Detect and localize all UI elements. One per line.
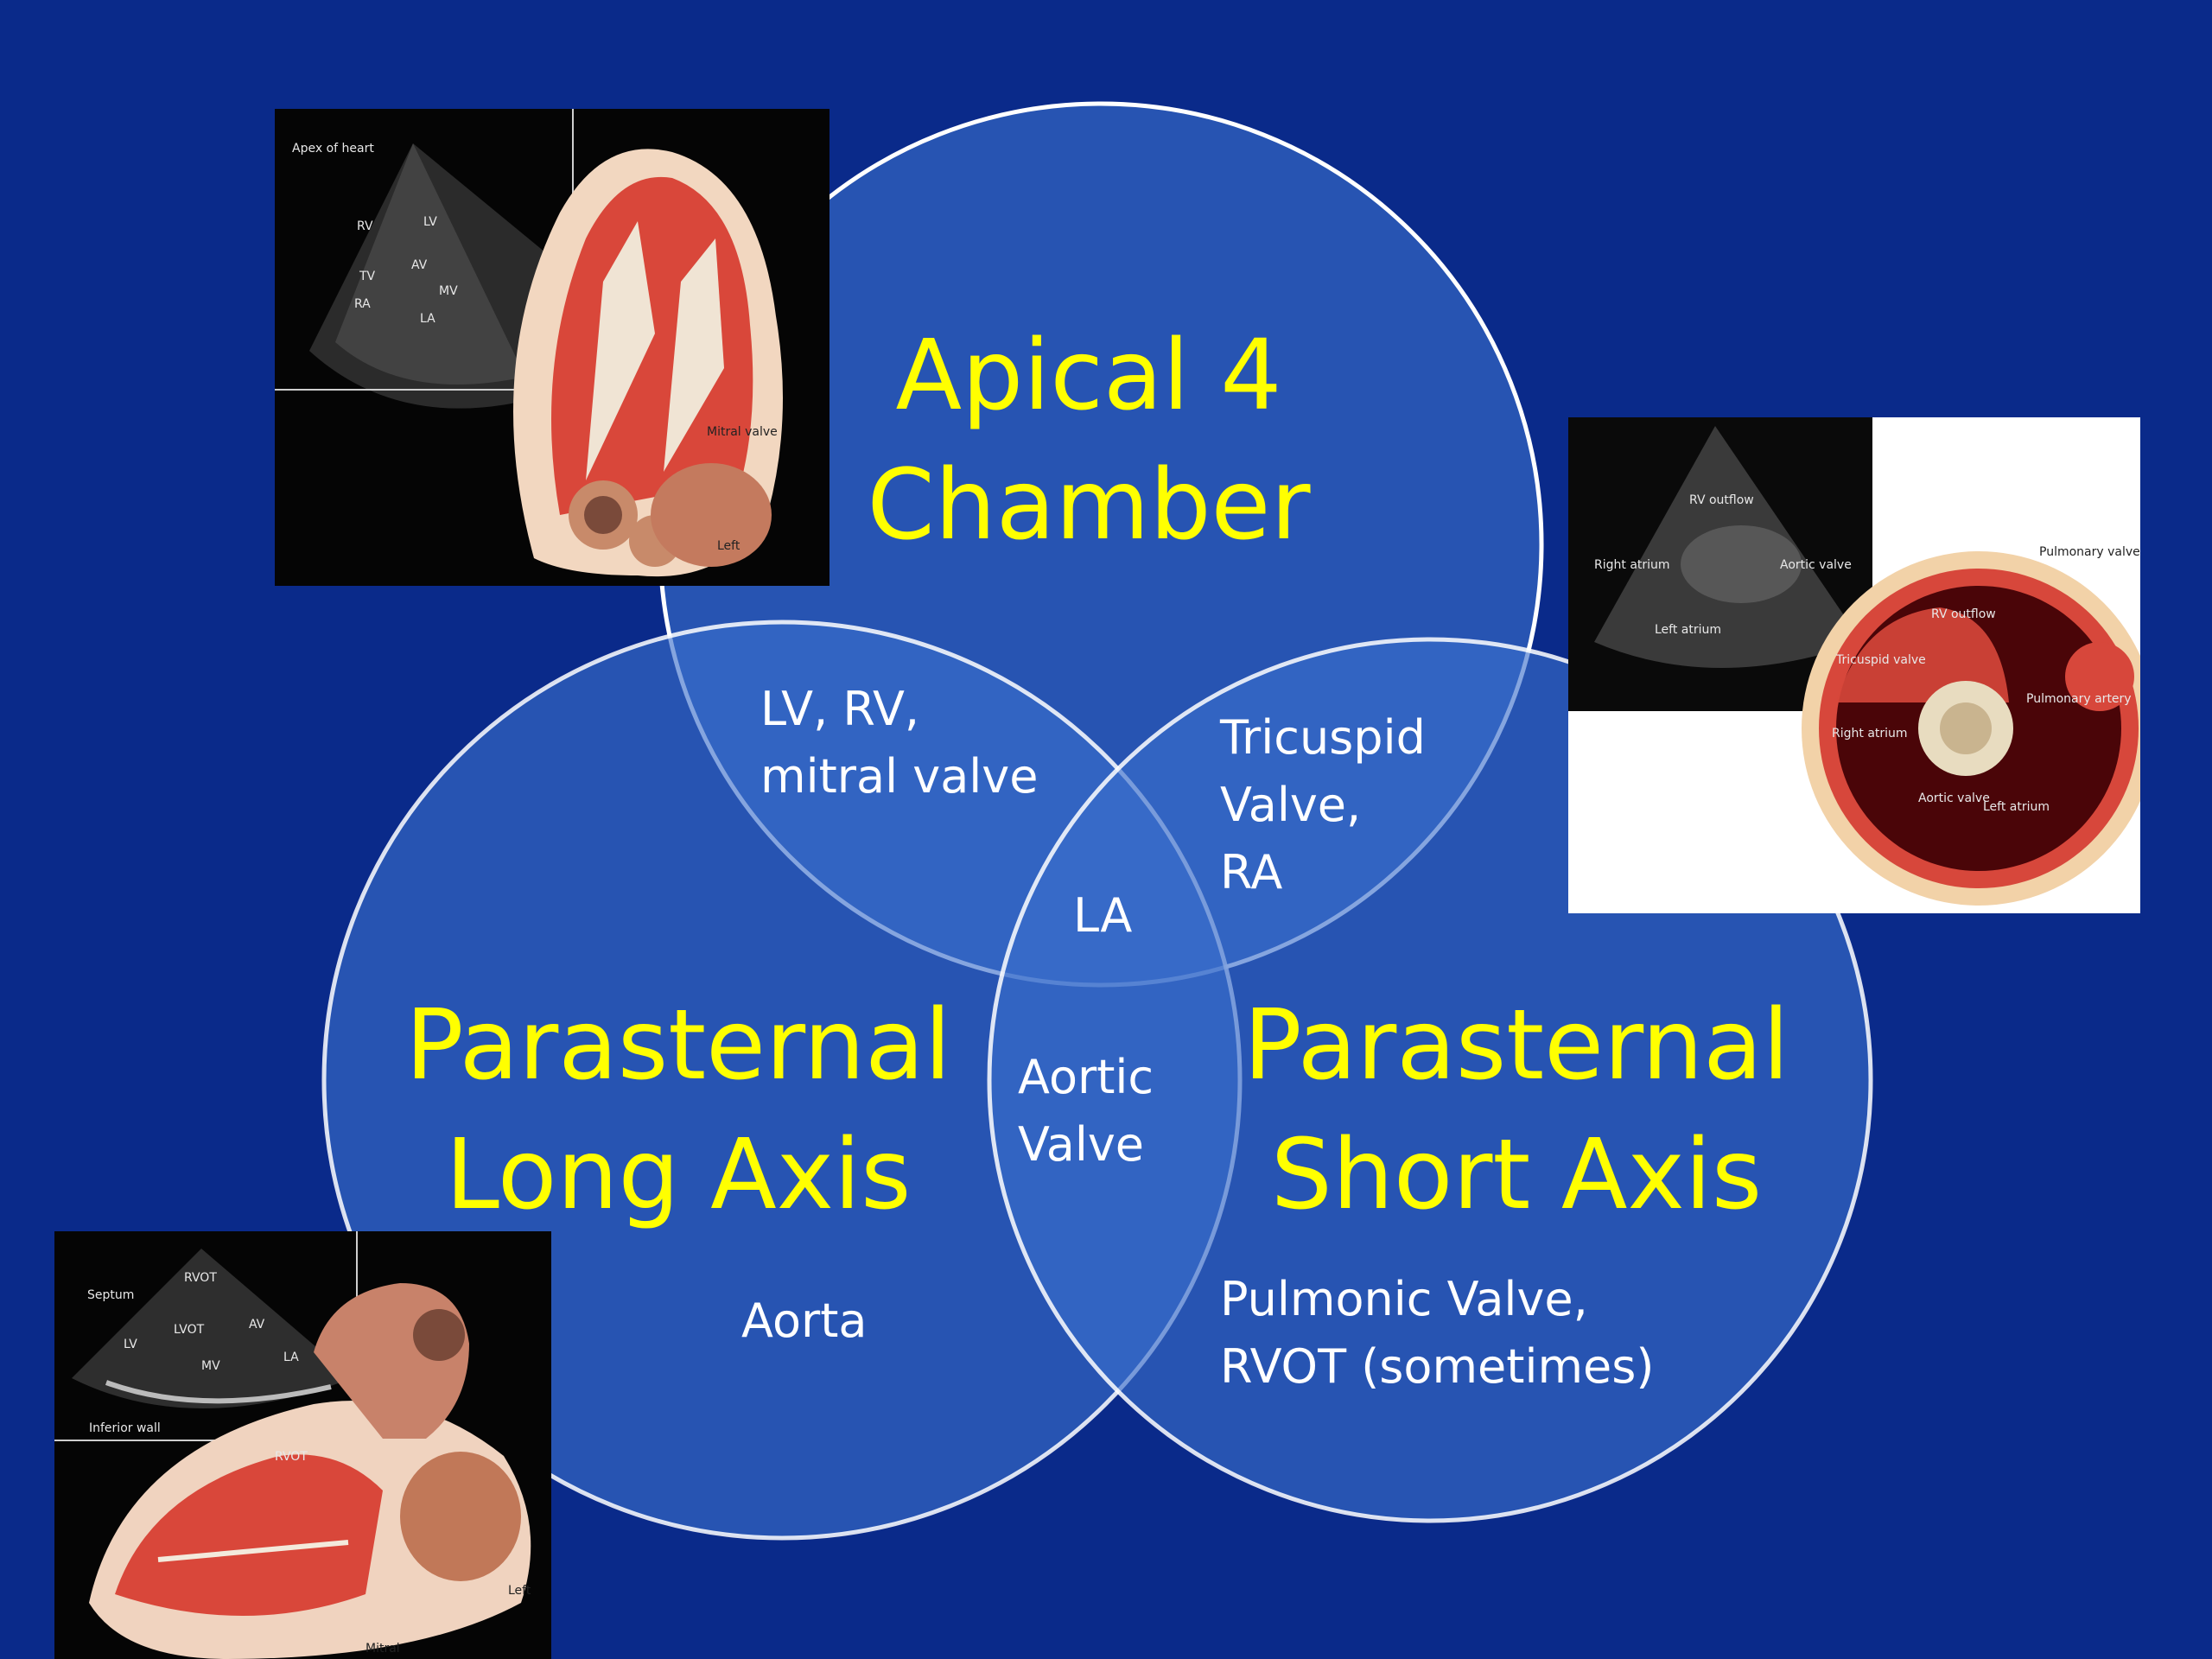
overlap-apical-plax-label: LV, RV, mitral valve — [760, 676, 1038, 810]
psax-unique-line2: RVOT (sometimes) — [1220, 1339, 1655, 1394]
plax-img-label-mitral: Mitral — [365, 1642, 400, 1656]
parasternal-long-axis-image: RVOT Septum LVOT AV LV LA MV Inferior wa… — [54, 1231, 551, 1659]
overlap-apical-psax-line1: Tricuspid — [1220, 710, 1426, 765]
plax-unique-label: Aorta — [741, 1294, 868, 1348]
plax-img-label-mv: MV — [201, 1359, 220, 1373]
psax-unique-line1: Pulmonic Valve, — [1220, 1272, 1588, 1326]
parasternal-short-axis-image: RV outflow Right atrium Aortic valve Lef… — [1568, 417, 2140, 913]
apical-img-label-tv: TV — [359, 270, 376, 283]
psax-img-label-right-atrium: Right atrium — [1594, 558, 1670, 572]
psax-img-label-aortic-valve-2: Aortic valve — [1918, 791, 1990, 805]
apical-img-label-apex: Apex of heart — [292, 142, 374, 156]
apical-title-line1: Apical 4 — [895, 320, 1282, 432]
overlap-plax-psax-line2: Valve — [1018, 1117, 1145, 1172]
plax-title: Parasternal Long Axis — [372, 981, 985, 1240]
plax-title-line2: Long Axis — [445, 1119, 912, 1231]
plax-title-line1: Parasternal — [405, 989, 951, 1102]
apical-4-chamber-image: Apex of heart RV LV TV AV RA MV LA Mitra… — [275, 109, 830, 586]
apical-img-label-left: Left — [717, 539, 741, 553]
plax-img-label-lvot: LVOT — [174, 1323, 205, 1337]
plax-img-label-la: LA — [283, 1351, 299, 1364]
overlap-apical-psax-label: Tricuspid Valve, RA — [1220, 704, 1426, 906]
psax-img-label-rv-outflow-2: RV outflow — [1931, 607, 1996, 621]
psax-img-label-pulmonary-artery: Pulmonary artery — [2026, 692, 2132, 706]
psax-img-label-left-atrium: Left atrium — [1655, 623, 1721, 637]
overlap-apical-plax-line1: LV, RV, — [760, 682, 920, 736]
plax-img-label-rvot-2: RVOT — [275, 1450, 308, 1464]
psax-unique-label: Pulmonic Valve, RVOT (sometimes) — [1220, 1266, 1654, 1401]
overlap-center-label: LA — [1073, 888, 1133, 943]
apical-title: Apical 4 Chamber — [778, 311, 1400, 570]
overlap-apical-psax-line2: Valve, — [1220, 778, 1362, 832]
apical-img-label-mitral: Mitral valve — [707, 425, 778, 439]
apical-img-label-ra: RA — [354, 297, 371, 311]
plax-img-label-lv: LV — [124, 1338, 137, 1351]
apical-img-label-la: LA — [420, 312, 435, 326]
plax-img-label-av: AV — [249, 1318, 265, 1332]
psax-title: Parasternal Short Axis — [1210, 981, 1823, 1240]
psax-img-label-tricuspid: Tricuspid valve — [1835, 653, 1926, 667]
apical-img-label-rv: RV — [357, 219, 373, 233]
apical-title-line2: Chamber — [867, 449, 1311, 562]
overlap-apical-plax-line2: mitral valve — [760, 749, 1039, 804]
apical-img-label-lv: LV — [423, 215, 437, 229]
plax-img-label-rvot: RVOT — [184, 1271, 217, 1285]
psax-img-label-right-atrium-2: Right atrium — [1832, 727, 1908, 741]
psax-img-label-left-atrium-2: Left atrium — [1983, 800, 2050, 814]
psax-img-label-aortic-valve: Aortic valve — [1780, 558, 1852, 572]
overlap-plax-psax-line1: Aortic — [1018, 1050, 1154, 1104]
overlap-apical-psax-line3: RA — [1220, 845, 1283, 899]
overlap-plax-psax-label: Aortic Valve — [1018, 1044, 1154, 1179]
apical-img-label-av: AV — [411, 258, 428, 272]
apical-img-label-mv: MV — [439, 284, 458, 298]
psax-img-label-rv-outflow: RV outflow — [1689, 493, 1754, 507]
psax-title-line2: Short Axis — [1270, 1119, 1763, 1231]
psax-title-line1: Parasternal — [1243, 989, 1789, 1102]
plax-img-label-inferior-wall: Inferior wall — [89, 1421, 161, 1435]
plax-img-label-septum: Septum — [87, 1288, 134, 1302]
plax-img-label-left: Left — [508, 1584, 531, 1598]
psax-img-label-pulmonary-valve: Pulmonary valve — [2039, 545, 2140, 559]
